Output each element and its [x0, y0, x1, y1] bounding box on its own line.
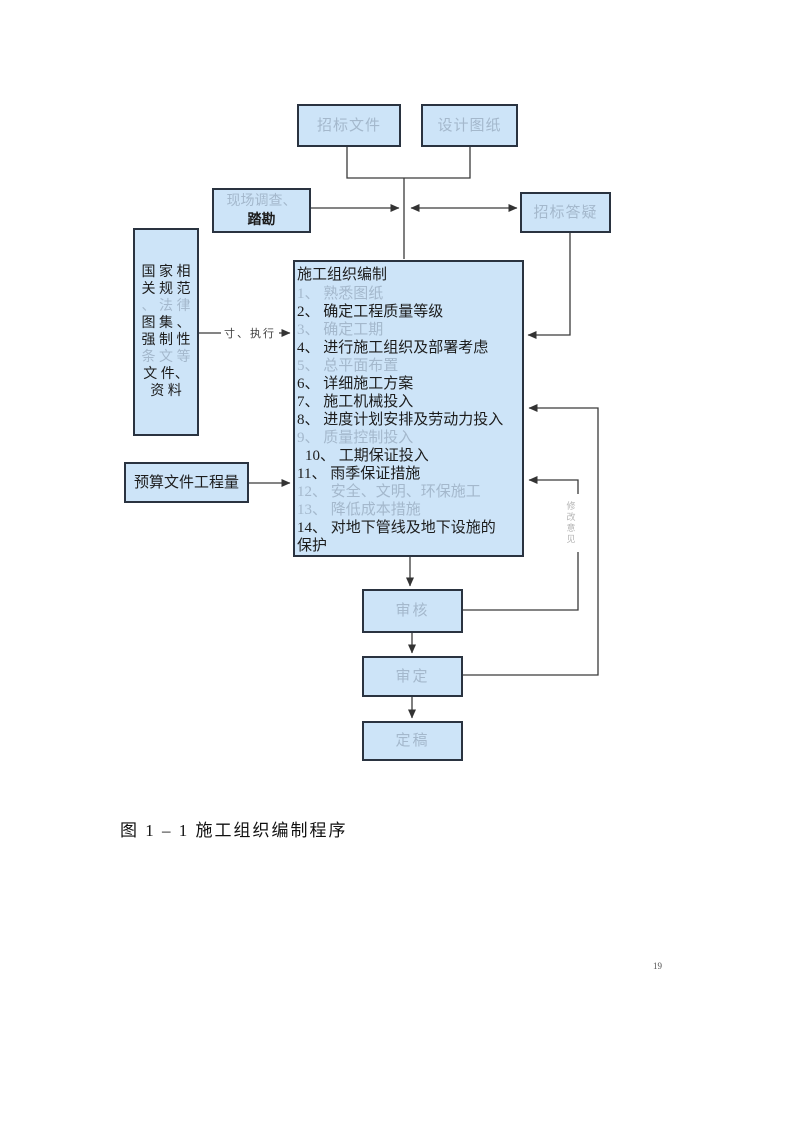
main-box-item: 1、 熟悉图纸	[297, 286, 384, 302]
box-bidding-documents: 招标文件	[297, 104, 401, 147]
figure-caption: 图 1 – 1 施工组织编制程序	[120, 821, 348, 840]
main-box-item: 12、 安全、文明、环保施工	[297, 484, 481, 500]
box-review: 审核	[362, 589, 463, 633]
box-budget-document: 预算文件工程量	[124, 462, 249, 503]
connector-top-boxes-merge	[346, 147, 471, 179]
main-box-list: 1、 熟悉图纸 2、 确定工程质量等级 3、 确定工期 4、 进行施工组织及部署考虑 5…	[297, 285, 503, 555]
vertical-watermark: 修改意见	[561, 494, 581, 552]
main-box-item: 14、 对地下管线及地下设施的 保护	[297, 520, 496, 554]
box-final-draft-label: 定稿	[395, 733, 430, 749]
main-box-item: 11、 雨季保证措施	[297, 466, 421, 482]
box-review-label: 审核	[395, 603, 430, 619]
regulations-line: 资 料	[150, 384, 182, 399]
box-site-survey-line2: 踏勘	[247, 212, 276, 228]
main-box-item: 6、 详细施工方案	[297, 376, 414, 392]
box-bid-clarification: 招标答疑	[520, 192, 611, 233]
box-approval-label: 审定	[395, 668, 430, 685]
main-box-item: 9、 质量控制投入	[297, 430, 414, 446]
main-box-item: 10、 工期保证投入	[305, 448, 429, 464]
box-site-survey-line1: 现场调查、	[226, 193, 297, 209]
main-box-title: 施工组织编制	[297, 267, 388, 283]
regulations-line: 文 件、	[143, 367, 189, 382]
box-main-compilation: 施工组织编制 1、 熟悉图纸 2、 确定工程质量等级 3、 确定工期 4、 进行施工组…	[293, 260, 524, 557]
main-box-item: 8、 进度计划安排及劳动力投入	[297, 412, 504, 428]
vertical-watermark-text: 修改意见	[565, 501, 576, 545]
regulations-line: 国 家 相	[141, 265, 191, 280]
main-box-item: 13、 降低成本措施	[297, 502, 421, 518]
box-bid-clarification-label: 招标答疑	[533, 204, 598, 221]
regulations-line: 条 文 等	[141, 350, 191, 365]
box-regulations: 国 家 相关 规 范、 法 律图 集 、强 制 性条 文 等文 件、资 料	[133, 228, 199, 436]
comply-arrow-label: 寸、执行	[221, 325, 279, 341]
main-box-item: 3、 确定工期	[297, 322, 384, 338]
arrow-clarification-to-main	[527, 233, 571, 339]
page-number: 19	[653, 961, 662, 971]
regulations-line: 强 制 性	[141, 333, 191, 348]
box-design-drawings: 设计图纸	[421, 104, 518, 147]
box-site-survey: 现场调查、 踏勘	[212, 188, 311, 233]
box-final-draft: 定稿	[362, 721, 463, 761]
box-budget-document-label: 预算文件工程量	[133, 474, 239, 491]
box-bidding-documents-label: 招标文件	[316, 117, 381, 134]
main-box-item: 2、 确定工程质量等级	[297, 304, 444, 320]
box-design-drawings-label: 设计图纸	[437, 117, 502, 134]
main-box-item: 7、 施工机械投入	[297, 394, 414, 410]
regulations-line: 图 集 、	[141, 316, 191, 331]
main-box-item: 4、 进行施工组织及部署考虑	[297, 340, 489, 356]
regulations-line: 、 法 律	[141, 299, 191, 314]
main-box-item: 5、 总平面布置	[297, 358, 399, 374]
regulations-line: 关 规 范	[141, 282, 191, 297]
box-approval: 审定	[362, 656, 463, 697]
